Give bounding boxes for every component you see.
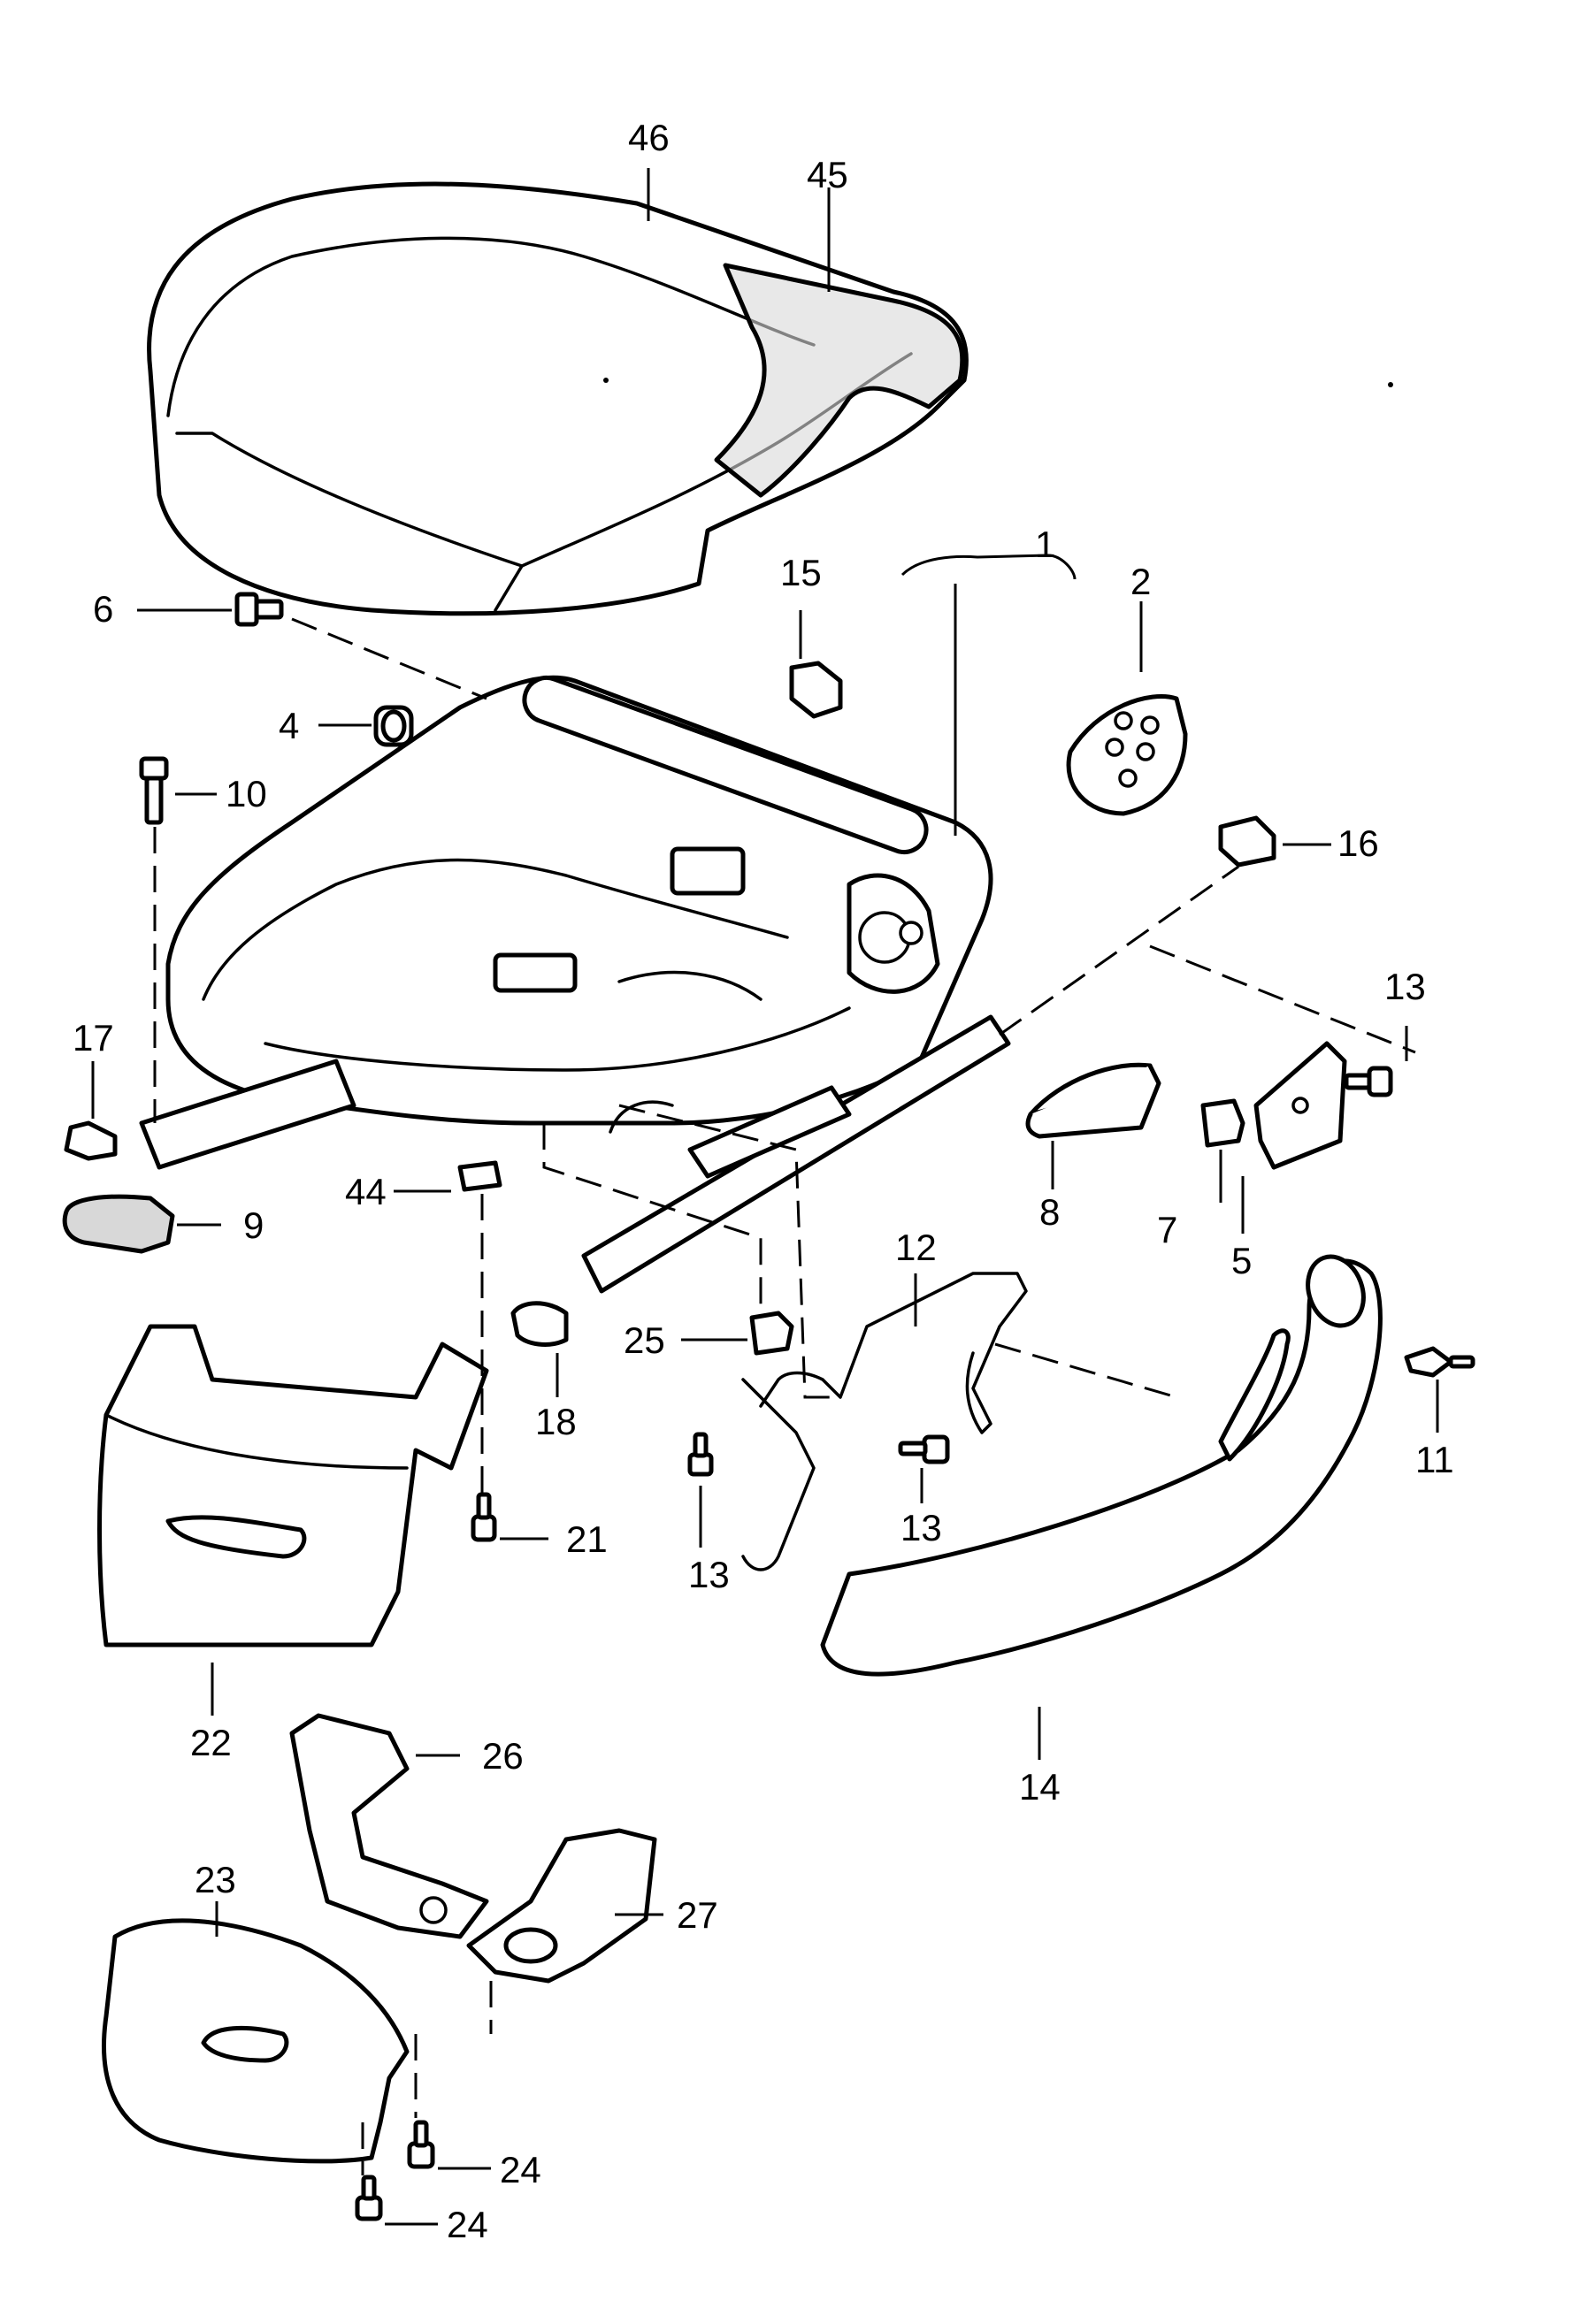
cap-part-9[interactable] [62,1194,175,1254]
expansion-rivet-part-11[interactable] [1404,1346,1475,1378]
callout-1: 1 [1035,524,1055,565]
clip-part-16[interactable] [1218,815,1276,868]
callout-26: 26 [482,1735,524,1777]
screw-part-13-middle[interactable] [898,1434,950,1464]
nut-part-44[interactable] [457,1160,502,1192]
clip-part-15[interactable] [789,661,843,719]
screw-part-21[interactable] [471,1492,497,1542]
bracket-part-27[interactable] [466,1828,657,1984]
callout-8: 8 [1039,1191,1060,1233]
callout-24-lower: 24 [447,2204,488,2245]
callout-16: 16 [1337,822,1379,864]
callout-24-upper: 24 [500,2149,541,2190]
front-cover-part-22[interactable] [97,1324,489,1647]
bushing-part-4[interactable] [373,705,414,747]
callout-9: 9 [243,1204,264,1246]
callout-18: 18 [535,1401,577,1442]
bolt-part-6[interactable] [234,592,284,627]
callout-13-middle: 13 [900,1507,942,1548]
callout-44: 44 [345,1171,387,1212]
callout-7: 7 [1157,1209,1177,1250]
callout-17: 17 [73,1017,114,1059]
bracket-part-5[interactable] [1253,1041,1347,1170]
clip-part-25[interactable] [749,1311,794,1356]
callout-2: 2 [1130,561,1151,602]
screw-part-24-upper[interactable] [407,2120,435,2169]
bracket-part-26[interactable] [289,1713,489,1939]
callout-23: 23 [195,1859,236,1900]
side-trim-part-14[interactable] [820,1249,1383,1677]
callout-21: 21 [566,1518,608,1560]
callout-22: 22 [190,1722,232,1763]
trim-cover-part-8[interactable] [1025,1062,1161,1139]
motor-part-2[interactable] [1066,694,1188,816]
seat-cover-perforated-part-45[interactable] [714,263,965,498]
callout-25: 25 [624,1319,665,1361]
callout-14: 14 [1019,1766,1061,1808]
callout-4: 4 [279,705,299,746]
seat-frame-part-1[interactable] [139,671,1011,1294]
callout-5: 5 [1231,1240,1252,1281]
callout-13-lower: 13 [688,1554,730,1595]
clip-part-7[interactable] [1200,1098,1245,1148]
screw-part-13-upper[interactable] [1344,1066,1393,1097]
assembly-dashed-lines [153,617,1416,2175]
callout-46: 46 [628,117,670,158]
wire-lever-part-12[interactable] [741,1272,1028,1571]
callout-12: 12 [895,1227,937,1268]
screw-part-10[interactable] [139,756,169,825]
callout-11: 11 [1415,1439,1454,1480]
stray-dot [603,378,609,383]
callout-27: 27 [677,1894,718,1936]
clip-part-17[interactable] [64,1120,118,1161]
callout-10: 10 [226,773,267,814]
callout-6: 6 [93,588,113,630]
rear-cover-part-23[interactable] [102,1918,410,2164]
callout-labels: 46 45 1 2 15 6 4 10 16 13 17 44 9 8 7 5 … [73,117,1454,2245]
stray-dot [1388,382,1393,387]
screw-part-13-lower[interactable] [687,1432,714,1477]
screw-part-24-lower[interactable] [355,2175,383,2221]
callout-13-upper: 13 [1384,966,1426,1007]
leader-lines [91,168,1439,2226]
callout-45: 45 [807,154,848,195]
callout-15: 15 [780,552,822,593]
clip-part-18[interactable] [510,1301,569,1347]
